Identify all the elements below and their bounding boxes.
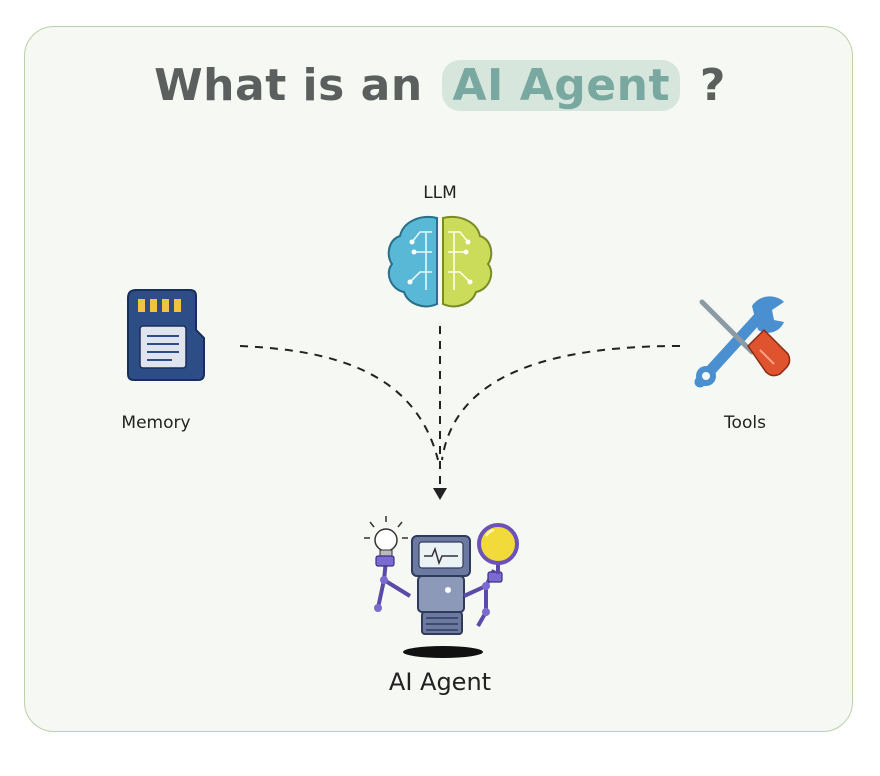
memory-label: Memory xyxy=(121,413,191,433)
page-title: What is an AI Agent ? xyxy=(0,60,880,111)
robot-icon xyxy=(364,516,519,658)
connector-memory-to-agent xyxy=(239,345,439,461)
agent-label: AI Agent xyxy=(388,668,492,696)
tools-label: Tools xyxy=(724,413,766,433)
connector-tools-to-agent xyxy=(441,345,681,461)
wrench-screwdriver-icon xyxy=(694,296,791,388)
arrowhead xyxy=(433,488,447,500)
llm-label: LLM xyxy=(423,183,457,203)
light-bulb-icon xyxy=(364,516,408,559)
title-highlight: AI Agent xyxy=(442,60,680,111)
brain-icon xyxy=(387,216,493,308)
title-prefix: What is an xyxy=(154,60,423,111)
title-suffix: ? xyxy=(699,60,726,111)
connector-llm-to-agent xyxy=(433,326,447,500)
memory-card-icon xyxy=(127,289,205,381)
magnifier-icon xyxy=(477,523,519,574)
